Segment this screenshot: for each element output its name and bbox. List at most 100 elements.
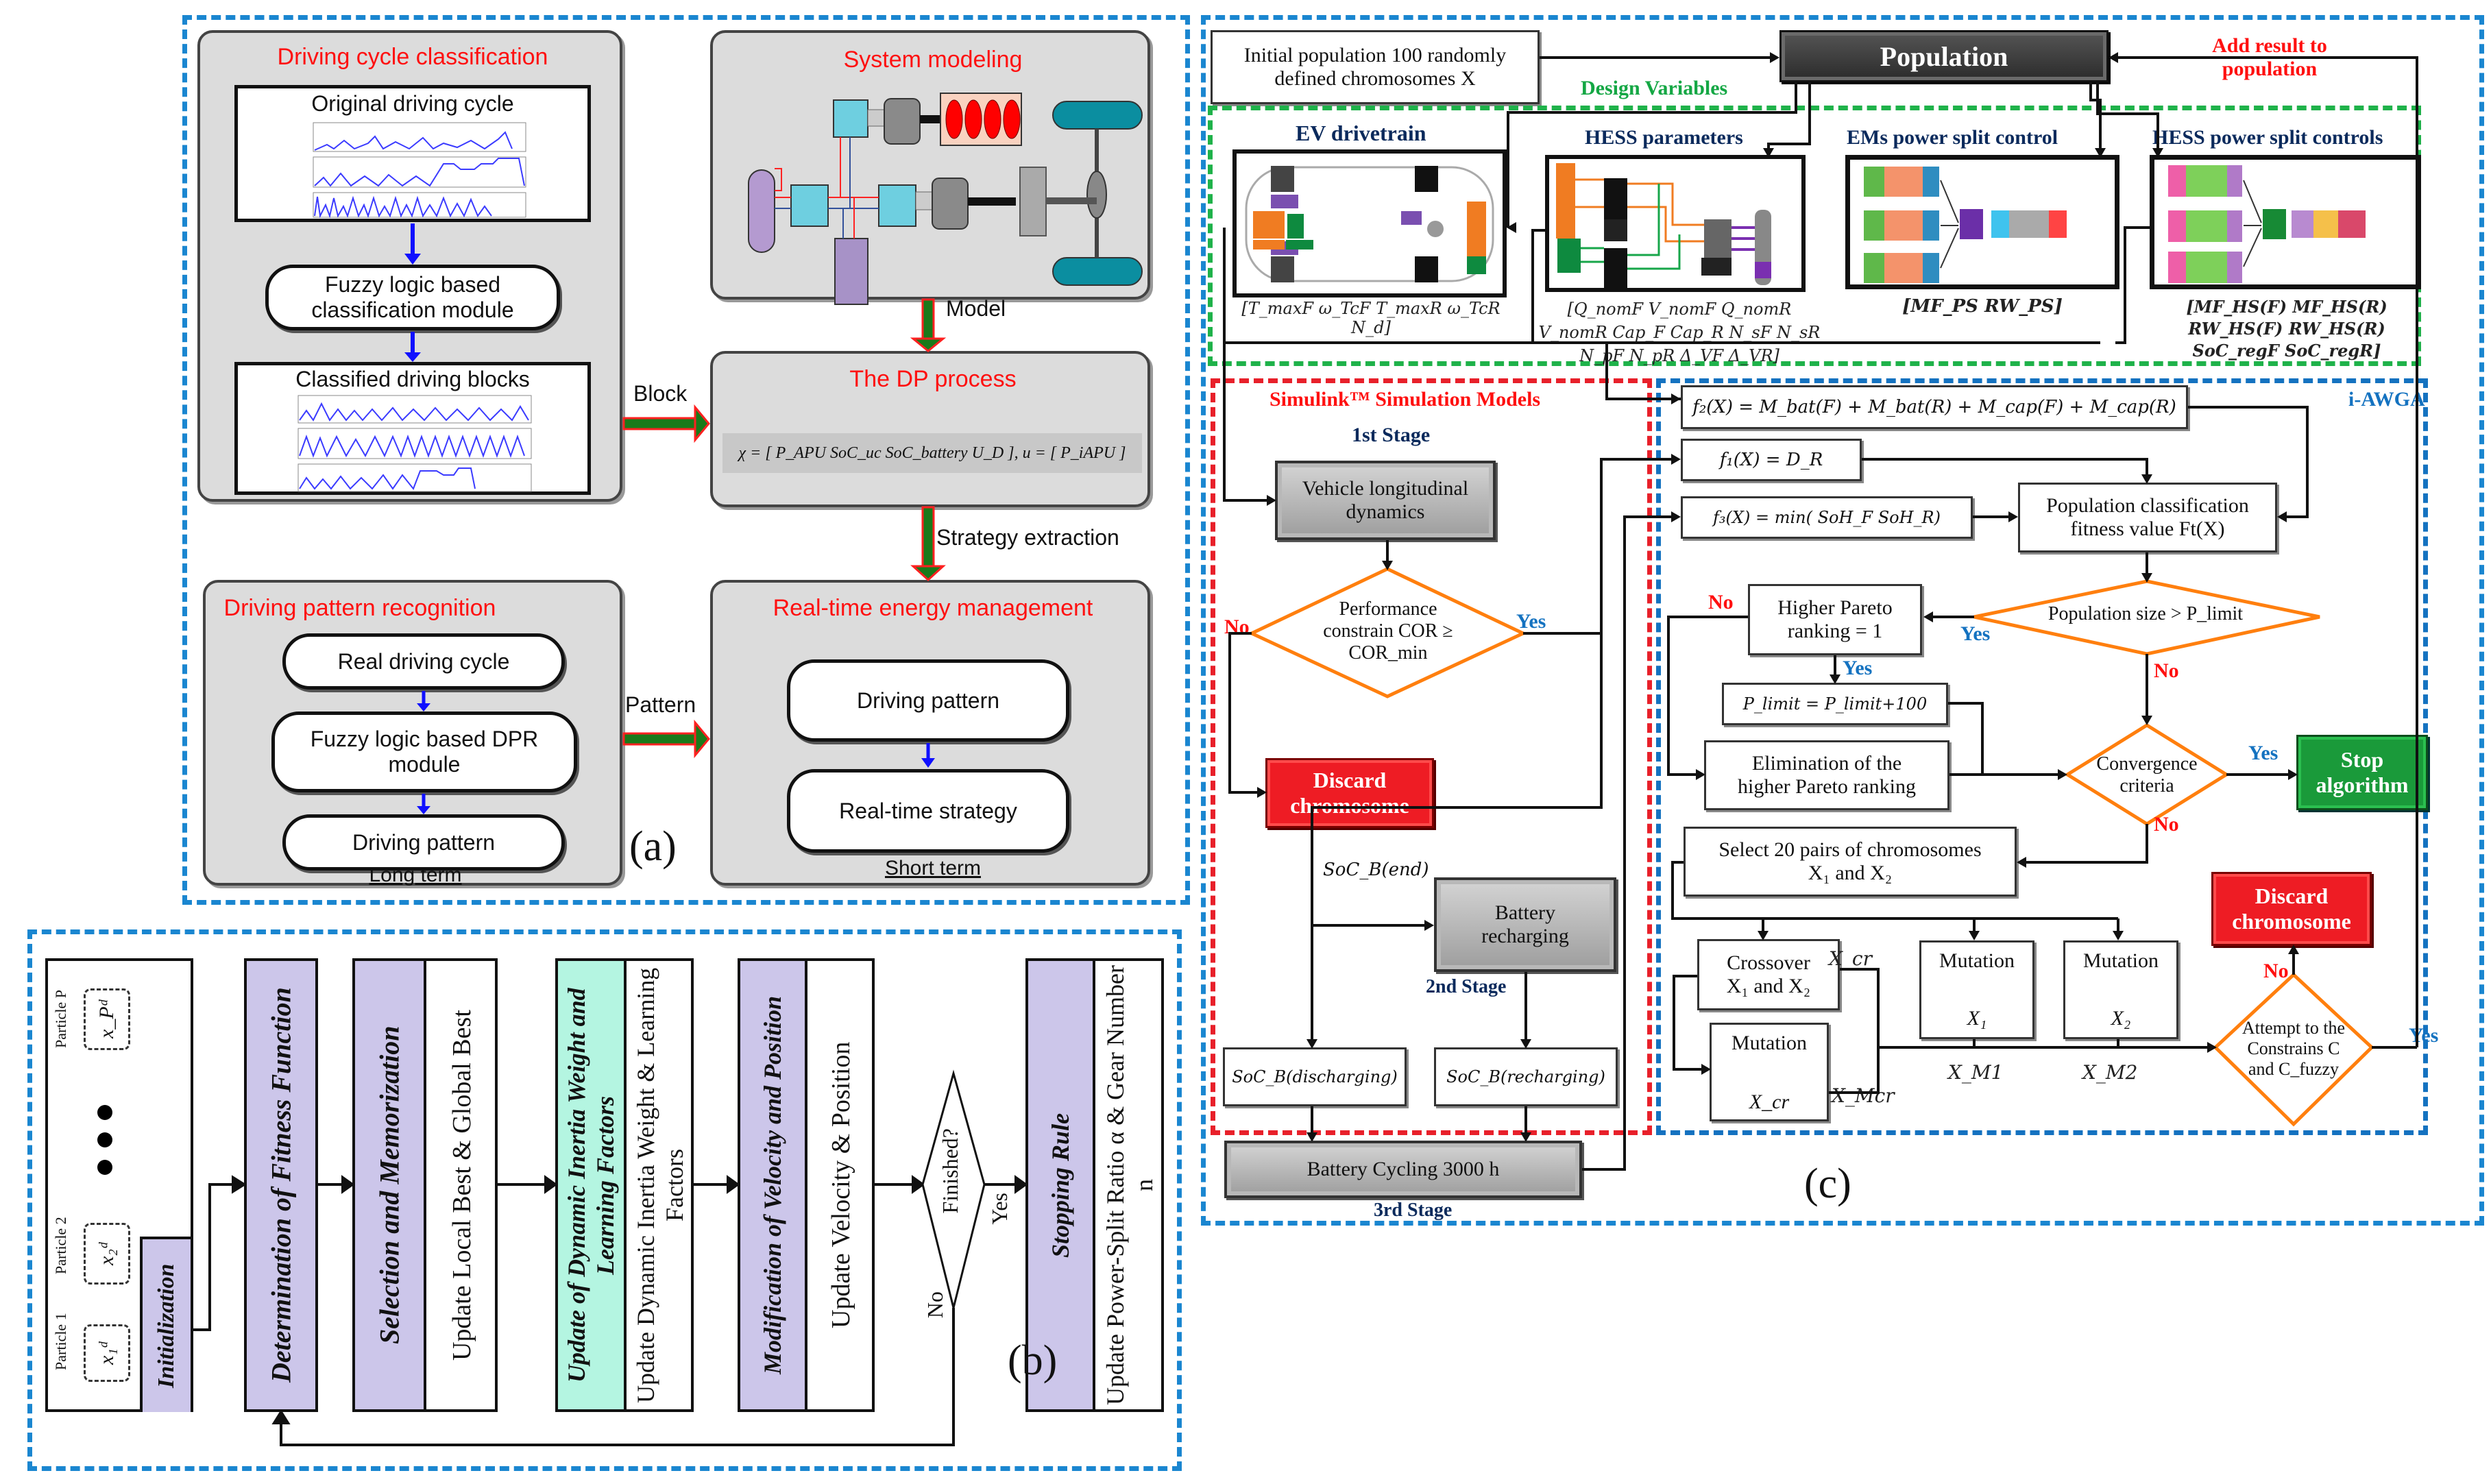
model-arrow-label: Model — [946, 296, 1006, 321]
panel-b-label: (b) — [1008, 1337, 1058, 1384]
add-result-label: Add result to population — [2212, 34, 2327, 80]
mutation-x2-box: Mutation X₂ — [2063, 940, 2178, 1039]
objective-f1-box: f₁(X) = D_R — [1681, 439, 1862, 481]
mutation-x2-label: Mutation — [2083, 949, 2159, 972]
ev-drivetrain-title: EV drivetrain — [1296, 121, 1426, 145]
constraints-label: Attempt to the Constrains C and C_fuzzy — [2241, 1018, 2346, 1079]
real-time-energy-management-group: Real-time energy management Driving patt… — [710, 580, 1150, 886]
constraints-no-label: No — [2263, 960, 2289, 982]
initialization-step: Initialization — [140, 1237, 191, 1412]
hess-parameters-params: [Q_nomF V_nomF Q_nomR V_nomR Cap_F Cap_R… — [1538, 300, 1821, 365]
panel-a-frame — [182, 15, 1190, 905]
initial-population-box: Initial population 100 randomly defined … — [1211, 30, 1540, 104]
dpr-step-driving-pattern: Driving pattern — [282, 814, 565, 871]
panel-c-frame — [1201, 15, 2484, 1226]
powertrain-schematic-icon — [748, 93, 1143, 305]
population-box: Population — [1779, 30, 2109, 82]
plot-2-line — [314, 158, 525, 187]
original-driving-cycle-box: Original driving cycle — [234, 85, 591, 222]
inertia-weight-head: Update of Dynamic Inertia Weight and Lea… — [558, 961, 627, 1409]
driving-pattern-recognition-group: Driving pattern recognition Real driving… — [203, 580, 622, 886]
plot-1-line — [314, 131, 513, 151]
ems-power-split-title: EMs power split control — [1847, 126, 2058, 149]
dpr-step-real-driving-cycle: Real driving cycle — [282, 633, 565, 690]
simulink-discard-chromosome: Discard chromosome — [1265, 758, 1434, 828]
more-particles-dot-2 — [97, 1132, 112, 1147]
dp-process-title: The DP process — [849, 366, 1017, 392]
mutation-xcr-var: X_cr — [1749, 1091, 1790, 1113]
plimit-update-box: P_limit = P_limit+100 — [1722, 683, 1948, 725]
battery-recharging-box: Battery recharging — [1434, 877, 1616, 972]
classification-flow-arrows — [404, 223, 421, 362]
finished-decision-diamond — [921, 1069, 986, 1309]
hess-power-split-params: [MF_HS(F) MF_HS(R) RW_HS(F) RW_HS(R) SoC… — [2186, 297, 2387, 361]
hess-circuit-icon — [1556, 163, 1771, 289]
ems-membership-row-3 — [1864, 253, 1939, 283]
stopping-rule-step: Stopping Rule Update Power-Split Ratio α… — [1025, 958, 1164, 1412]
classified-driving-blocks-plots — [297, 395, 532, 492]
simulink-title: Simulink™ Simulation Models — [1269, 388, 1541, 411]
ems-power-split-params: [MF_PS RW_PS] — [1902, 296, 2063, 317]
velocity-position-head: Modification of Velocity and Position — [740, 961, 807, 1409]
hess-power-split-image — [2150, 155, 2421, 289]
crossover-box: Crossover X₁ and X₂ — [1697, 939, 1840, 1010]
selection-memorization-step: Selection and Memorization Update Local … — [352, 958, 498, 1412]
ev-drivetrain-image — [1232, 149, 1507, 297]
block-arrow-label: Block — [633, 381, 688, 406]
xm1-label: X_M1 — [1948, 1061, 2004, 1084]
particles-box: Particle 1 x₁ᵈ Particle 2 x₂ᵈ Particle P… — [45, 958, 193, 1412]
driving-cycle-classification-title: Driving cycle classification — [277, 44, 548, 70]
performance-constraint-diamond — [1248, 567, 1527, 698]
ems-membership-row-1 — [1864, 167, 1939, 197]
classified-driving-blocks-title: Classified driving blocks — [295, 367, 530, 391]
convergence-yes-label: Yes — [2248, 742, 2279, 764]
stage-2-label: 2nd Stage — [1426, 976, 1507, 997]
original-driving-cycle-plots — [313, 122, 526, 219]
hess-membership-row-3 — [2168, 252, 2242, 283]
higher-pareto-box: Higher Pareto ranking = 1 — [1748, 584, 1922, 655]
iawga-discard-chromosome: Discard chromosome — [2211, 872, 2372, 946]
constraints-yes-label: Yes — [2409, 1024, 2439, 1047]
hess-membership-row-1 — [2168, 165, 2242, 197]
soc-end-label: SoC_B(end) — [1323, 860, 1429, 880]
plot-1 — [313, 122, 526, 152]
performance-constraint-label: Performance constrain COR ≥ COR_min — [1323, 598, 1453, 664]
selection-memorization-head: Selection and Memorization — [355, 961, 426, 1409]
dpr-step-fuzzy-module: Fuzzy logic based DPR module — [271, 711, 577, 792]
mutation-xcr-label: Mutation — [1731, 1032, 1807, 1054]
mutation-x1-box: Mutation X₁ — [1919, 940, 2034, 1039]
strategy-extraction-label: Strategy extraction — [936, 525, 1119, 550]
xm2-label: X_M2 — [2082, 1061, 2138, 1084]
classified-driving-blocks-box: Classified driving blocks — [234, 362, 591, 495]
system-modeling-title: System modeling — [843, 47, 1023, 73]
panel-b-frame — [27, 929, 1182, 1471]
long-term-label: Long term — [369, 864, 462, 886]
perf-yes-label: Yes — [1516, 610, 1546, 633]
simulink-frame — [1211, 378, 1652, 1135]
select-chromosomes-box: Select 20 pairs of chromosomes X₁ and X₂ — [1684, 827, 2017, 897]
system-modeling-group: System modeling — [710, 30, 1150, 305]
ev-drivetrain-car-icon — [1245, 166, 1494, 282]
ems-membership-row-2 — [1864, 210, 1939, 241]
fuzzy-classification-module: Fuzzy logic based classification module — [265, 265, 560, 330]
ems-power-split-image — [1845, 155, 2119, 289]
elimination-box: Elimination of the higher Pareto ranking — [1704, 740, 1949, 810]
stop-algorithm-box: Stop algorithm — [2296, 735, 2428, 810]
dp-process-group: The DP process χ = [ P_APU SoC_uc SoC_ba… — [710, 351, 1150, 507]
population-size-label: Population size > P_limit — [2048, 603, 2244, 624]
objective-f2-box: f₂(X) = M_bat(F) + M_bat(R) + M_cap(F) +… — [1681, 385, 2188, 429]
mutation-x2-var: X₂ — [2111, 1007, 2131, 1030]
dpr-flow-arrows — [417, 691, 430, 814]
pattern-arrow — [622, 719, 710, 759]
hess-fuzzy-controller-icon — [2168, 165, 2366, 283]
block-plot-3-line — [299, 467, 476, 490]
hess-parameters-title: HESS parameters — [1585, 126, 1743, 149]
block-arrow — [622, 404, 710, 443]
rtem-flow-arrows — [921, 743, 935, 768]
vehicle-dynamics-box: Vehicle longitudinal dynamics — [1275, 461, 1496, 540]
dp-state-formula: χ = [ P_APU SoC_uc SoC_battery U_D ], u … — [722, 433, 1142, 473]
popsize-yes-label: Yes — [1960, 622, 1991, 645]
more-particles-dots — [97, 1105, 112, 1120]
